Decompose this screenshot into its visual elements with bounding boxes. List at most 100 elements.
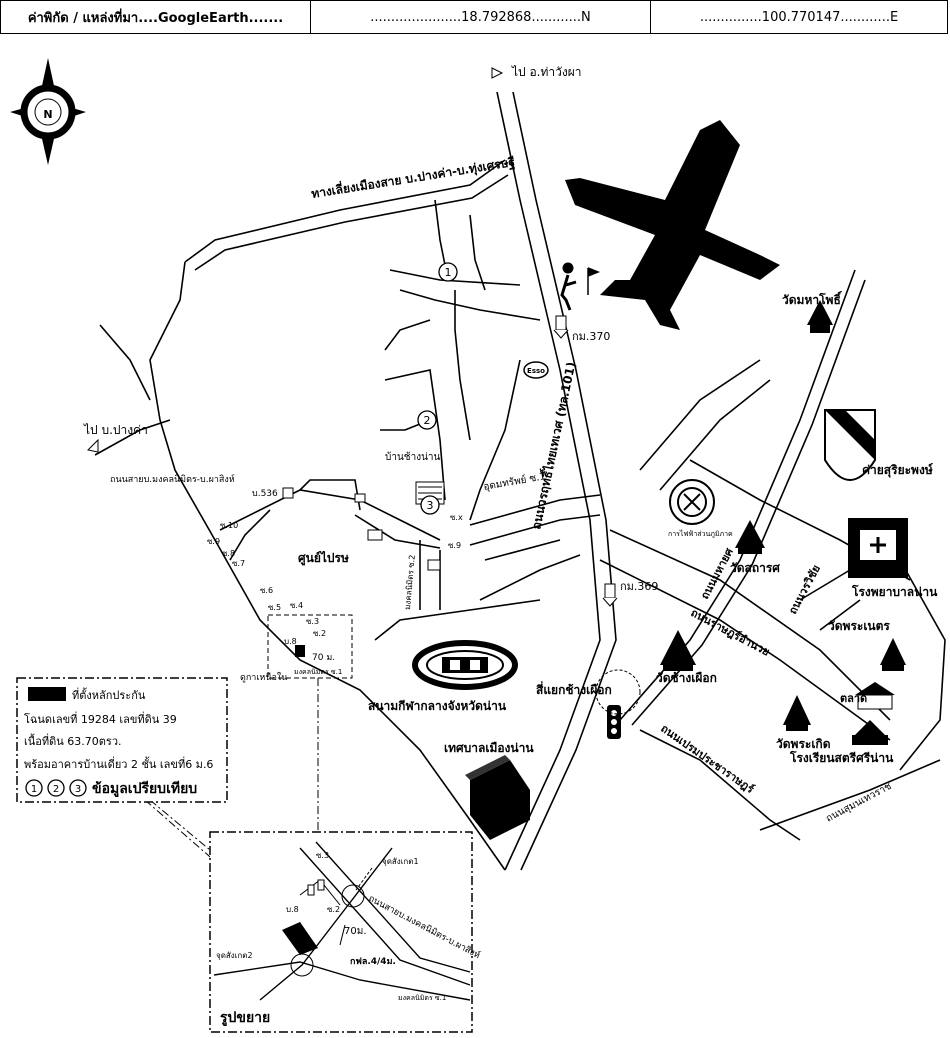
svg-text:Esso: Esso	[527, 367, 545, 375]
inset-soi3-label: ซ.3	[316, 851, 329, 860]
inset-soi2-label: ซ.2	[327, 905, 340, 914]
svg-text:1: 1	[445, 266, 452, 279]
soi2-label: ซ.2	[313, 629, 326, 638]
roads	[94, 91, 946, 871]
stadium-label: สนามกีฬากลางจังหวัดน่าน	[368, 699, 507, 713]
to-thawangpha-label: ไป อ.ท่าวังผา	[511, 65, 582, 79]
legend-marker-1	[25, 779, 43, 797]
electric-label: การไฟฟ้าส่วนภูมิภาค	[668, 529, 733, 538]
temple-sathan-icon	[735, 520, 765, 554]
km370-marker-icon	[553, 315, 569, 339]
north-arrow-icon: N	[10, 58, 86, 165]
inset-obs2-label: จุดสังเกต2	[216, 951, 253, 960]
municipality-building-icon	[465, 755, 530, 840]
soi9b-label: ซ.9	[448, 541, 461, 550]
stadium-icon	[412, 640, 518, 690]
source-label: ค่าพิกัด / แหล่งที่มา....GoogleEarth....…	[1, 1, 311, 33]
center-label: ศูนย์ไปรษ	[298, 550, 349, 566]
hospital-label: โรงพยาบาลน่าน	[851, 584, 938, 599]
dist-70-label: 70 ม.	[312, 653, 335, 663]
soi7-label: ซ.7	[232, 559, 245, 568]
soi9-label: ซ.9	[207, 537, 220, 546]
temple-phranet-icon	[880, 638, 906, 671]
inset-kfl-label: กฟล.4/4ม.	[350, 956, 396, 967]
arrow-bangkha-icon	[86, 438, 99, 453]
hospital-icon	[848, 518, 908, 578]
inset-mongkol-soi1-label: มงคลนิมิตร ซ.1	[398, 994, 446, 1002]
latitude-value: ......................18.792868.........…	[311, 1, 651, 33]
legend-marker-2	[47, 779, 65, 797]
inset-title: รูปขยาย	[220, 1010, 270, 1026]
inset-dist-label: 70ม.	[344, 926, 367, 937]
electricity-authority-icon	[669, 479, 715, 525]
svg-text:2: 2	[53, 784, 59, 795]
wat-chang-label: วัดช้างเผือก	[656, 671, 717, 685]
svg-text:3: 3	[75, 784, 81, 795]
legend-compare: ข้อมูลเปรียบเทียบ	[92, 781, 197, 797]
legend-marker-3	[69, 779, 87, 797]
km369-label: กม.369	[620, 580, 658, 593]
collateral-swatch	[28, 687, 66, 701]
legend-box: ที่ตั้งหลักประกัน โฉนดเลขที่ 19284 เลขที…	[16, 677, 228, 803]
svg-text:2: 2	[424, 414, 431, 427]
soi3-label: ซ.3	[306, 617, 319, 626]
soi-x-label: ซ.x	[450, 513, 463, 522]
municipality-label: เทศบาลเมืองน่าน	[444, 741, 534, 755]
svg-text:1: 1	[31, 784, 37, 795]
subject-area-box	[267, 614, 353, 679]
to-bangkha-label: ไป บ.ปางค่า	[83, 423, 148, 437]
arrow-thawangpha-icon	[491, 67, 504, 79]
inset-obs1-label: จุดสังเกต1	[382, 857, 419, 866]
school-icon	[852, 720, 888, 745]
soi10-label: ซ.10	[220, 521, 238, 530]
longitude-value: ...............100.770147............E	[699, 9, 899, 25]
marker-2	[417, 410, 437, 430]
dukkap-label: ดูกาเหนือใน	[240, 672, 287, 683]
location-map: N Esso	[10, 58, 946, 1033]
highway-label: ถนนวรฤทธิ์ไทยเทเวศ (ทล.101)	[527, 360, 578, 530]
airport-icon	[565, 120, 780, 330]
rd-prempracha-label: ถนนเปรมประชาราษฎร์	[658, 722, 756, 796]
coordinate-header: ค่าพิกัด / แหล่งที่มา....GoogleEarth....…	[0, 0, 948, 34]
wat-phranet-label: วัดพระเนตร	[828, 619, 890, 633]
temple-chang-icon	[660, 630, 696, 671]
inset-b8-label: บ.8	[286, 905, 299, 914]
temple-mahapho-icon	[807, 300, 833, 333]
camp-label: ค่ายสุริยะพงษ์	[862, 463, 933, 478]
legend-building: พร้อมอาคารบ้านเดี่ยว 2 ชั้น เลขที่6 ม.6	[24, 756, 213, 771]
b536-label: บ.536	[252, 489, 278, 499]
north-label: N	[43, 108, 52, 121]
legend-deed: โฉนดเลขที่ 19284 เลขที่ดิน 39	[24, 711, 177, 726]
market-label: ตลาด	[840, 692, 867, 705]
comparison-markers: 1 2 3	[417, 262, 458, 515]
chang-junction-label: สี่แยกช้างเผือก	[536, 681, 612, 697]
soi8-label: ซ.8	[222, 549, 235, 558]
esso-station-icon: Esso	[523, 361, 549, 379]
golf-icon	[560, 262, 601, 311]
svg-text:3: 3	[427, 499, 434, 512]
mongkol-soi1-small-label: มงคลนิมิตร ซ.1	[294, 668, 342, 676]
km370-label: กม.370	[572, 330, 610, 343]
marker-1	[438, 262, 458, 282]
legend-area: เนื้อที่ดิน 63.70ตรว.	[24, 733, 122, 748]
soi5-label: ซ.5	[268, 603, 281, 612]
mongkol-soi2-label: มงคลนิมิตร ซ.2	[403, 554, 417, 610]
legend-collateral: ที่ตั้งหลักประกัน	[72, 687, 146, 702]
military-camp-icon	[824, 409, 876, 481]
wat-phrakoet-label: วัดพระเกิด	[776, 737, 831, 751]
marker-3	[420, 495, 440, 515]
bypass-road-label: ทางเลี่ยงเมืองสาย บ.ปางค่า-บ.ทุ่งเศรษฐี	[310, 153, 516, 202]
mongkol-road-label: ถนนสายบ.มงคลนิมิตร-บ.ผาสิงห์	[110, 473, 235, 485]
temple-icons	[660, 300, 906, 745]
soi4-label: ซ.4	[290, 601, 303, 610]
wat-sathan-label: วัดสถารศ	[730, 561, 780, 575]
temple-phrakoet-icon	[783, 695, 811, 731]
soi6-label: ซ.6	[260, 586, 273, 595]
market-icon	[855, 682, 895, 710]
rd-rat-label: ถนนราษฎร์อำนวย	[689, 606, 772, 658]
traffic-light-icon	[595, 669, 641, 739]
b8-label: บ.8	[284, 637, 297, 646]
school-label: โรงเรียนสตรีศรีน่าน	[789, 750, 894, 765]
km369-marker-icon	[602, 583, 618, 607]
inset-map: ซ.3 จุดสังเกต1 จุดสังเกต2 ซ.2 บ.8 70ม. ก…	[209, 831, 482, 1033]
